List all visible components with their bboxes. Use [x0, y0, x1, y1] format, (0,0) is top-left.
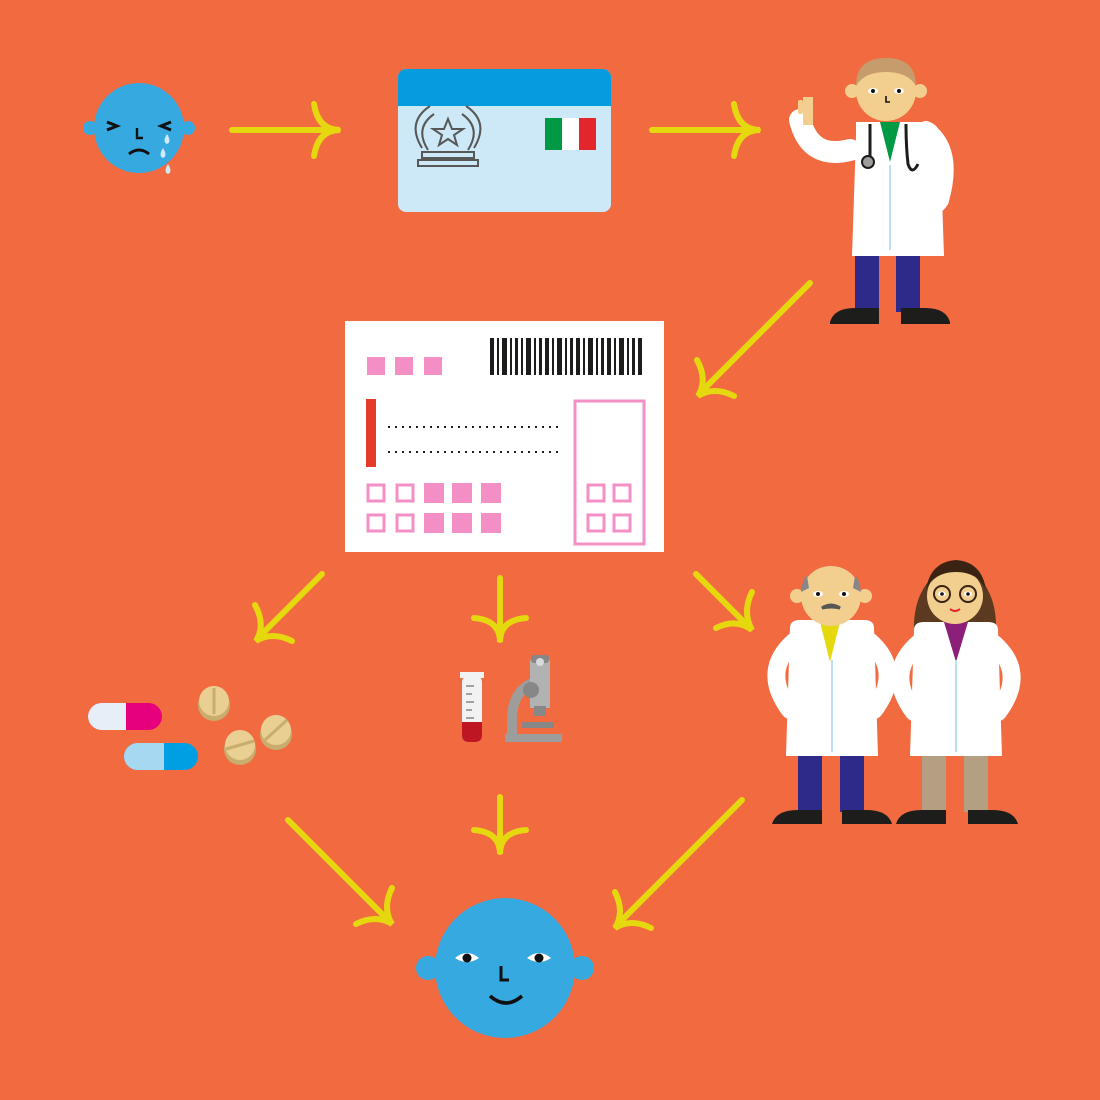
smiling-face-icon [416, 898, 594, 1038]
tablet [260, 715, 292, 750]
form-checkboxes [366, 483, 415, 533]
microscope-test-tube-icon [460, 655, 562, 742]
microscope-icon [505, 655, 562, 742]
male-specialist [767, 566, 897, 824]
tablet [224, 730, 256, 765]
arrow-doctor-to-prescription [694, 280, 813, 399]
arrow-medicines-to-patient [285, 817, 395, 927]
prescription-form-icon [345, 321, 664, 552]
emblem-icon [414, 105, 482, 167]
tablet [198, 686, 230, 721]
test-tube-icon [460, 672, 484, 742]
pills-icon [88, 686, 292, 770]
arrows [229, 101, 813, 931]
crying-face-icon [83, 83, 195, 174]
barcode [490, 338, 642, 375]
female-specialist [891, 560, 1021, 824]
health-insurance-card-icon [398, 69, 611, 212]
arrow-prescription-to-medicines [252, 571, 325, 644]
arrow-prescription-to-lab [471, 575, 529, 643]
italian-flag-icon [545, 118, 596, 150]
arrow-prescription-to-specialists [693, 571, 755, 633]
specialist-doctors-icon [767, 560, 1021, 824]
arrow-patient-to-card [229, 101, 341, 159]
arrow-specialists-to-patient [612, 797, 745, 931]
arrow-lab-to-patient [471, 794, 529, 855]
doctor-waving-icon [789, 58, 954, 324]
arrow-card-to-doctor [649, 101, 761, 159]
